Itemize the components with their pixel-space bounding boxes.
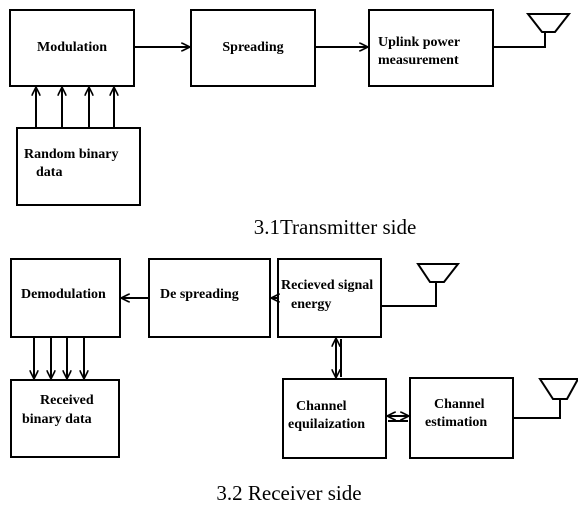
estim-label-line1: Channel	[434, 397, 485, 412]
data-to-modulation-arrows	[36, 88, 114, 128]
uplink-label-line1: Uplink power	[378, 35, 460, 50]
receiver-section: Demodulation De spreading Recieved signa…	[10, 258, 578, 505]
despreading-label: De spreading	[160, 287, 239, 302]
channel-equalization-block: Channel equilaization	[282, 378, 387, 459]
channel-estimation-block: Channel estimation	[409, 377, 514, 459]
rx-antenna-feed-bottom	[513, 399, 561, 419]
uplink-label-line2: measurement	[378, 53, 459, 68]
uplink-power-block: Uplink power measurement	[368, 9, 494, 87]
antenna-icon	[538, 378, 578, 400]
recieved-signal-energy-block: Recieved signal energy	[277, 258, 382, 338]
tx-antenna-feed	[493, 32, 546, 48]
random-label-line2: data	[36, 165, 62, 180]
antenna-icon	[525, 13, 572, 33]
received-binary-block: Received binary data	[10, 379, 120, 458]
spreading-block: Spreading	[190, 9, 316, 87]
random-binary-block: Random binary data	[16, 127, 141, 206]
rx-antenna-feed-top	[381, 282, 437, 307]
equal-label-line2: equilaization	[288, 417, 365, 432]
recieved-label-line2: energy	[291, 297, 331, 312]
equal-label-line1: Channel	[296, 399, 347, 414]
antenna-icon	[416, 263, 461, 283]
double-arrow-icon	[388, 416, 408, 422]
transmitter-section: Modulation Spreading Uplink power measur…	[9, 9, 572, 239]
demodulation-label: Demodulation	[21, 287, 106, 302]
demodulation-block: Demodulation	[10, 258, 121, 338]
double-arrow-icon	[336, 339, 342, 377]
received-label-line2: binary data	[22, 412, 92, 427]
random-label-line1: Random binary	[24, 147, 119, 162]
modulation-label: Modulation	[37, 40, 107, 55]
spreading-label: Spreading	[222, 40, 283, 55]
receiver-caption: 3.2 Receiver side	[216, 481, 361, 505]
received-label-line1: Received	[40, 393, 94, 408]
demod-to-data-arrows	[34, 337, 84, 378]
transmitter-caption: 3.1Transmitter side	[254, 215, 417, 239]
despreading-block: De spreading	[148, 258, 271, 338]
recieved-label-line1: Recieved signal	[281, 278, 373, 293]
modulation-block: Modulation	[9, 9, 135, 87]
estim-label-line2: estimation	[425, 415, 487, 430]
